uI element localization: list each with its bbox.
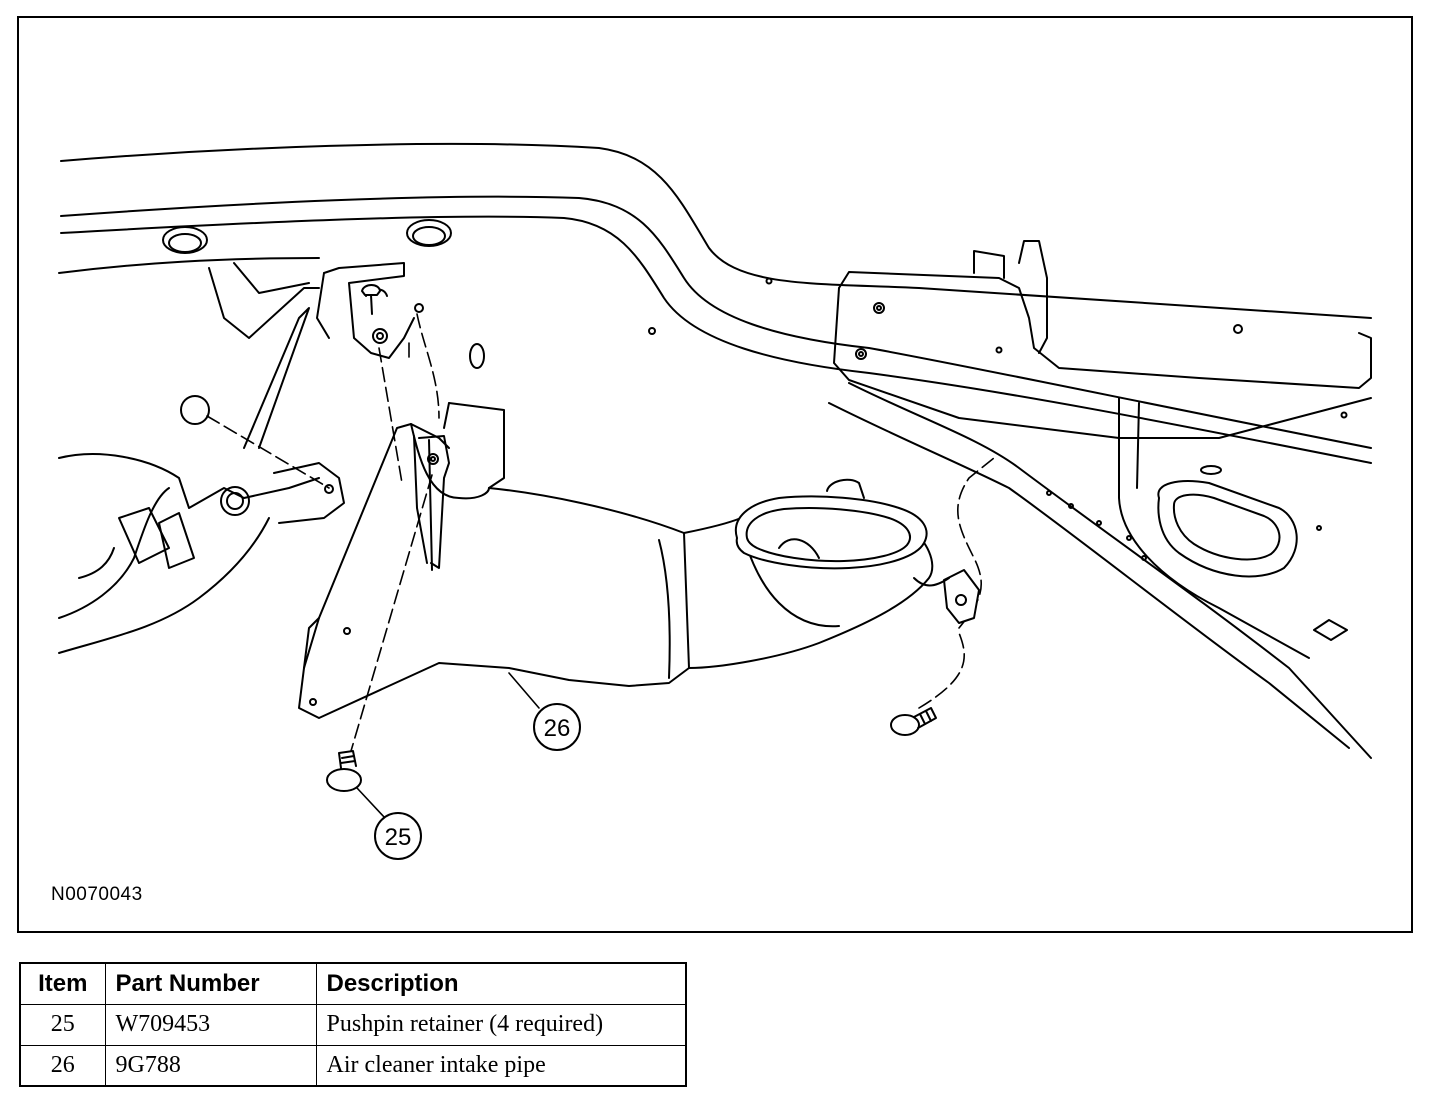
header-part-number: Part Number (104, 962, 317, 1005)
callout-26-label: 26 (544, 715, 571, 742)
air-cleaner-intake-pipe (298, 402, 980, 719)
parts-table-header: Item Part Number Description (19, 962, 687, 1005)
row-item: 26 (19, 1044, 106, 1087)
lower-frame-rail (828, 382, 1372, 759)
row-description: Pushpin retainer (4 required) (315, 1003, 687, 1046)
leader-lines (356, 672, 540, 819)
pushpin-retainer-group (180, 284, 937, 792)
row-description: Air cleaner intake pipe (315, 1044, 687, 1087)
exploded-view-illustration: 26 25 (58, 142, 1372, 860)
row-part-number: 9G788 (104, 1044, 317, 1087)
rail-bracket (208, 262, 424, 359)
table-row: 25 W709453 Pushpin retainer (4 required) (19, 1003, 687, 1046)
diagram-frame: 26 25 N0070043 (17, 16, 1413, 933)
row-part-number: W709453 (104, 1003, 317, 1046)
callout-25-label: 25 (385, 824, 412, 851)
header-item: Item (19, 962, 106, 1005)
callout-25: 25 (374, 812, 422, 860)
frame-rail (58, 142, 1372, 464)
header-description: Description (315, 962, 687, 1005)
callout-26: 26 (533, 703, 581, 751)
table-row: 26 9G788 Air cleaner intake pipe (19, 1044, 687, 1087)
crossmember-bracket (833, 240, 1372, 439)
inner-fender (58, 307, 345, 654)
row-item: 25 (19, 1003, 106, 1046)
figure-id: N0070043 (51, 884, 143, 905)
parts-table: Item Part Number Description 25 W709453 … (19, 962, 687, 1087)
